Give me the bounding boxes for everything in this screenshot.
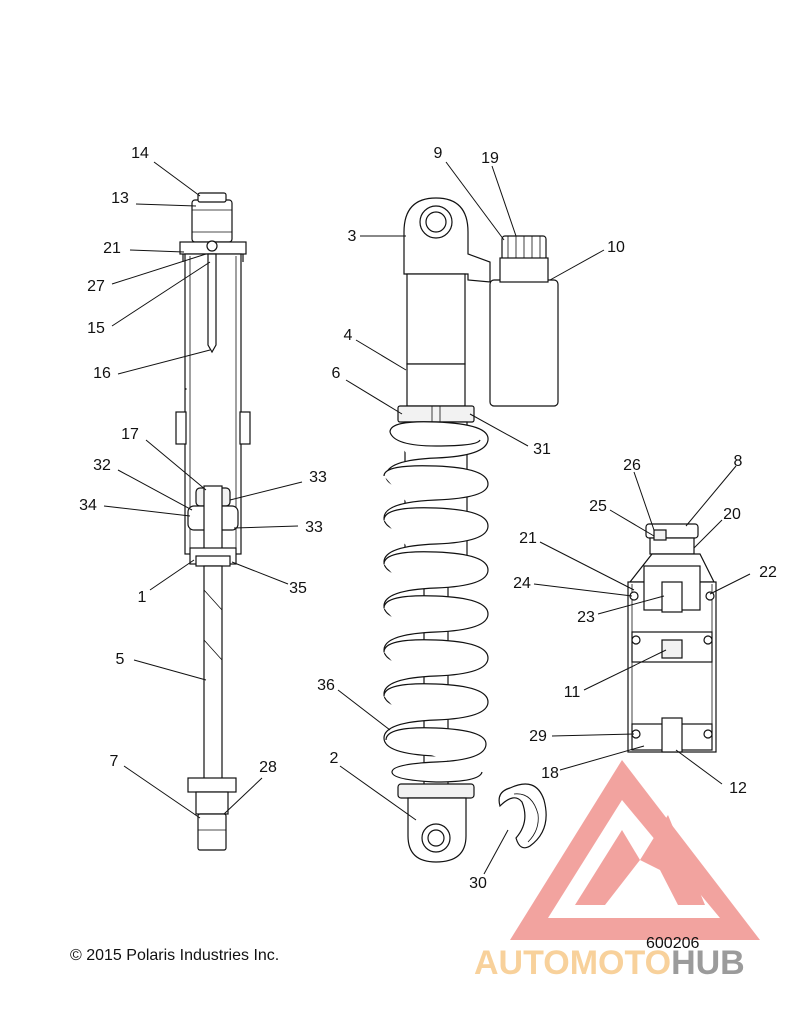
callout-1: 1 [138,589,147,606]
callout-35: 35 [289,580,307,597]
callout-21-reservoir: 21 [519,530,537,547]
callout-23: 23 [577,609,595,626]
callout-28: 28 [259,759,277,776]
callout-15: 15 [87,320,105,337]
callout-31: 31 [533,441,551,458]
callout-24: 24 [513,575,531,592]
watermark-m-right [640,815,705,905]
callout-4: 4 [344,327,353,344]
watermark-word-auto: AUTOMOTO [474,944,671,982]
callout-25: 25 [589,498,607,515]
watermark-word-hub: HUB [671,944,745,982]
drawing-number: 600206 [646,935,699,952]
callout-36: 36 [317,677,335,694]
automotohub-watermark: AUTOMOTOHUB [474,760,760,982]
watermark-g-core [612,862,662,905]
callout-18: 18 [541,765,559,782]
callout-21: 21 [103,240,121,257]
callout-20: 20 [723,506,741,523]
callout-34: 34 [79,497,97,514]
damper-body-section [175,192,251,851]
callout-13: 13 [111,190,129,207]
callout-11: 11 [564,684,581,701]
callout-30: 30 [469,875,487,892]
callout-33-lower: 33 [305,519,323,536]
callout-17: 17 [121,426,139,443]
callout-5: 5 [116,651,125,668]
callout-27: 27 [87,278,105,295]
callout-16: 16 [93,365,111,382]
watermark-m-left [575,830,640,905]
leader-lines [103,161,751,875]
coilover-shock-assembly [383,197,559,863]
coil-spring [383,421,489,783]
reservoir-section [627,523,717,753]
callout-7: 7 [110,753,119,770]
copyright-notice: © 2015 Polaris Industries Inc. [70,947,279,964]
callout-9: 9 [434,145,443,162]
callout-32: 32 [93,457,111,474]
callout-8: 8 [734,453,743,470]
callout-29: 29 [529,728,547,745]
callout-10: 10 [607,239,625,256]
callout-33-upper: 33 [309,469,327,486]
callout-6: 6 [332,365,341,382]
callout-3: 3 [348,228,357,245]
callout-26: 26 [623,457,641,474]
callout-19: 19 [481,150,499,167]
callout-2: 2 [330,750,339,767]
callout-labels: 14 13 21 27 15 16 17 32 34 33 33 1 35 5 … [79,145,777,892]
callout-22: 22 [759,564,777,581]
callout-14: 14 [131,145,149,162]
callout-12: 12 [729,780,747,797]
svg-text:AUTOMOTOHUB: AUTOMOTOHUB [474,944,745,982]
